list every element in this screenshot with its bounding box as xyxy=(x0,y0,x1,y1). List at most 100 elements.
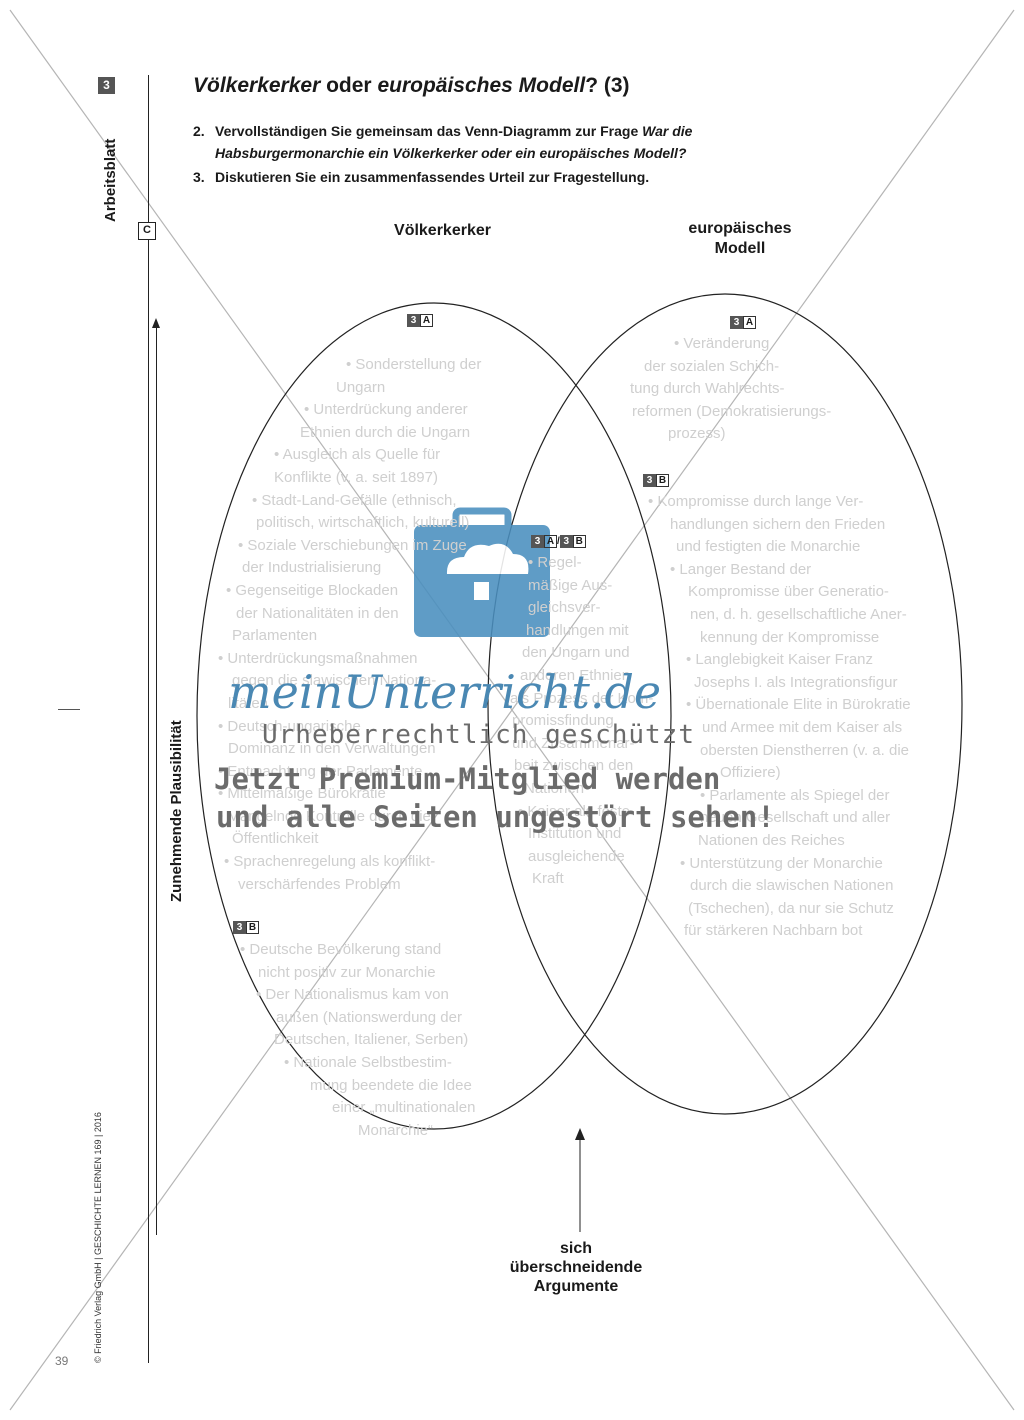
sheet-number-badge: 3 xyxy=(98,77,115,94)
watermark-diagonal-2 xyxy=(9,9,1015,1411)
list-item: (Tschechen), da nur sie Schutz xyxy=(688,899,894,917)
right-label-line-2: Modell xyxy=(714,240,766,257)
list-item: der Industrialisierung xyxy=(242,559,382,577)
page-number: 39 xyxy=(55,1354,69,1368)
list-item: durch die slawischen Nationen xyxy=(690,877,894,895)
list-item: • Nationale Selbstbestim- xyxy=(284,1053,452,1071)
list-item: kennung der Kompromisse xyxy=(700,628,880,646)
right-label-line-1: europäisches xyxy=(688,220,792,237)
right-circle-label: europäisches Modell xyxy=(670,219,810,259)
list-item: • Regel- xyxy=(528,554,582,571)
section-badge: C xyxy=(138,222,156,240)
venn-right-ellipse xyxy=(487,293,963,1115)
overlap-arguments: • Regel- mäßige Aus- gleichsver- handlun… xyxy=(510,552,653,891)
list-item: und festigten die Monarchie xyxy=(676,538,861,556)
margin-mark xyxy=(58,709,80,710)
list-item: reformen (Demokratisierungs- xyxy=(632,402,832,420)
list-item: mung beendete die Idee xyxy=(310,1076,472,1094)
plausibility-axis-label: Zunehmende Plausibilität xyxy=(168,720,185,902)
overlap-label-line-1: sich xyxy=(559,1240,592,1257)
list-item: beit zwischen den xyxy=(514,757,634,775)
list-item: Kompromisse über Generatio- xyxy=(688,583,889,601)
list-item: nicht positiv zur Monarchie xyxy=(258,963,436,981)
left-3b-arguments: • Deutsche Bevölkerung stand nicht posit… xyxy=(238,939,475,1142)
list-item: handlungen sichern den Frieden xyxy=(670,515,886,533)
venn-left-ellipse xyxy=(196,302,672,1130)
list-item: der sozialen Schich- xyxy=(644,357,780,375)
list-item: • Sonderstellung der xyxy=(346,356,482,373)
list-item: prozess) xyxy=(668,425,726,443)
task-text: Vervollständigen Sie gemeinsam das Venn-… xyxy=(215,123,643,139)
right-3b-arguments: • Kompromisse durch lange Ver- handlunge… xyxy=(648,491,911,943)
list-item: Nationen xyxy=(524,779,585,797)
task-number: 3. xyxy=(193,169,205,185)
list-item: nen, d. h. gesellschaftliche Aner- xyxy=(690,605,907,623)
briefcase-cloud-icon xyxy=(414,507,550,637)
overlap-label-line-2: überschneidende xyxy=(509,1259,643,1276)
task-number: 2. xyxy=(193,123,205,139)
list-item: • Ausgleich als Quelle für xyxy=(274,446,441,464)
list-item: verschärfendes Problem xyxy=(238,875,401,893)
list-item: • Übernationale Elite in Bürokratie xyxy=(686,696,911,714)
title-part-3: europäisches Modell xyxy=(377,74,586,97)
list-item: Konflikte (v. a. seit 1897) xyxy=(274,468,438,486)
title-part-2: oder xyxy=(320,74,378,97)
list-item: • Deutsche Bevölkerung stand xyxy=(240,941,442,958)
list-item: ausgleichende xyxy=(528,847,625,865)
list-item: als Prozess der Kom- xyxy=(510,689,654,707)
list-item: Öffentlichkeit xyxy=(232,830,319,848)
list-item: neuen Gesellschaft und aller xyxy=(700,809,891,827)
list-item: einer „multinationalen xyxy=(332,1099,476,1117)
list-item: Ethnien durch die Ungarn xyxy=(300,423,471,441)
arbeitsblatt-label: Arbeitsblatt xyxy=(102,138,119,222)
list-item: außen (Nationswerdung der xyxy=(276,1008,462,1026)
list-item: • Gegenseitige Blockaden xyxy=(226,581,399,599)
list-item: tung durch Wahlrechts- xyxy=(630,380,785,398)
list-item: promissfindung xyxy=(512,712,614,730)
overlap-label: sich überschneidende Argumente xyxy=(486,1239,666,1296)
list-item: mäßige Aus- xyxy=(528,576,613,594)
watermark-premium-text: Jetzt Premium-Mitglied werden xyxy=(214,762,721,796)
list-item: • Kompromisse durch lange Ver- xyxy=(648,493,864,510)
task-question: Habsburgermonarchie ein Völkerkerker ode… xyxy=(215,145,687,161)
plausibility-arrowhead xyxy=(152,318,160,328)
watermark-brand: meinUnterricht.de xyxy=(228,665,662,719)
task-3: 3. Diskutieren Sie ein zusammenfassendes … xyxy=(193,167,649,188)
list-item: • Sprachenregelung als konflikt- xyxy=(224,853,436,871)
list-item: • Stadt-Land-Gefälle (ethnisch, xyxy=(252,491,457,509)
list-item: Deutschen, Italiener, Serben) xyxy=(274,1031,469,1049)
list-item: • Kaiser als feste xyxy=(518,802,630,820)
list-item: Monarchie“ xyxy=(358,1121,434,1139)
list-item: handlungen mit xyxy=(526,621,629,639)
list-item: • Veränderung xyxy=(674,335,770,352)
left-circle-label: Völkerkerker xyxy=(394,222,491,239)
list-item: Institution und xyxy=(528,825,622,843)
task-text: Diskutieren Sie ein zusammenfassendes Ur… xyxy=(215,169,650,185)
list-item: • Entmachtung der Parlamente xyxy=(218,762,423,780)
list-item: • Langlebigkeit Kaiser Franz xyxy=(686,651,874,669)
list-item: gegen die slawischen Nationa- xyxy=(232,672,437,690)
page-title: Völkerkerker oder europäisches Modell? (… xyxy=(193,74,630,98)
copyright-notice: © Friedrich Verlag GmbH | GESCHICHTE LER… xyxy=(93,1112,103,1363)
watermark-premium-text-2: und alle Seiten ungestört sehen! xyxy=(216,800,775,834)
list-item: Josephs I. als Integrationsfigur xyxy=(694,673,898,691)
title-part-1: Völkerkerker xyxy=(193,74,321,97)
list-item: gleichsver- xyxy=(528,599,601,617)
list-item: • Unterdrückungsmaßnahmen xyxy=(218,649,418,667)
list-item: obersten Dienstherren (v. a. die xyxy=(700,741,909,759)
left-3a-arguments: • Sonderstellung der Ungarn • Unterdrück… xyxy=(218,354,481,896)
list-item: politisch, wirtschaftlich, kulturell) xyxy=(256,514,470,532)
list-item: Kraft xyxy=(532,870,564,888)
list-item: • Unterstützung der Monarchie xyxy=(680,854,883,872)
list-item: • Deutsch-ungarische xyxy=(218,717,361,735)
sidebar-rule xyxy=(148,75,149,1363)
list-item: • Langer Bestand der xyxy=(670,560,812,578)
list-item: • Mittelmäßige Bürokratie xyxy=(218,785,386,803)
list-item: und Armee mit dem Kaiser als xyxy=(702,718,903,736)
